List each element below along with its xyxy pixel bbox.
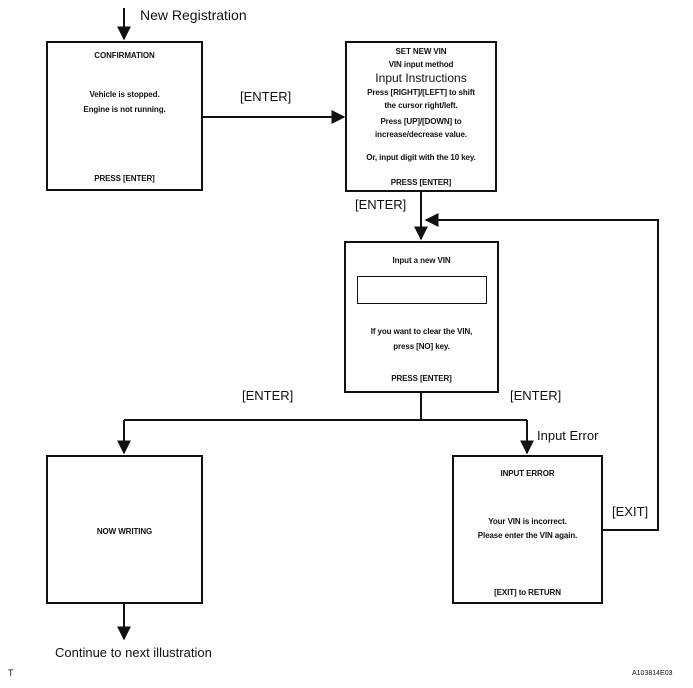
input-error-title: INPUT ERROR <box>500 469 555 478</box>
enter-label-right-branch: [ENTER] <box>510 388 562 403</box>
enter-label-set-vin: [ENTER] <box>355 197 407 212</box>
continue-label: Continue to next illustration <box>55 645 212 660</box>
now-writing-box: NOW WRITING <box>46 455 203 604</box>
input-error-line-2: Please enter the VIN again. <box>477 531 578 540</box>
exit-label: [EXIT] <box>612 504 649 519</box>
set-new-vin-line-1: Press [RIGHT]/[LEFT] to shift <box>367 88 475 97</box>
now-writing-title: NOW WRITING <box>96 527 153 536</box>
input-new-vin-line-2: press [NO] key. <box>393 342 450 351</box>
set-new-vin-heading: Input Instructions <box>375 71 467 85</box>
input-new-vin-title: Input a new VIN <box>392 256 451 265</box>
corner-label-left: T <box>8 668 14 678</box>
confirmation-box: CONFIRMATION Vehicle is stopped. Engine … <box>46 41 203 191</box>
confirmation-footer: PRESS [ENTER] <box>94 174 155 183</box>
input-error-footer: [EXIT] to RETURN <box>494 588 561 597</box>
enter-label-left-branch: [ENTER] <box>242 388 294 403</box>
set-new-vin-footer: PRESS [ENTER] <box>390 178 452 187</box>
exit-return-line <box>424 213 659 531</box>
confirmation-line-2: Engine is not running. <box>83 105 166 114</box>
enter-label-confirmation: [ENTER] <box>240 89 292 104</box>
input-new-vin-box: Input a new VIN If you want to clear the… <box>344 241 499 393</box>
input-new-vin-footer: PRESS [ENTER] <box>391 374 452 383</box>
set-new-vin-line-5: Or, input digit with the 10 key. <box>366 153 476 162</box>
set-new-vin-box: SET NEW VIN VIN input method Input Instr… <box>345 41 497 192</box>
set-new-vin-line-3: Press [UP]/[DOWN] to <box>380 117 462 126</box>
input-error-label: Input Error <box>537 428 599 443</box>
corner-label-right: A103814E03 <box>632 670 673 677</box>
confirmation-line-1: Vehicle is stopped. <box>89 90 160 99</box>
input-new-vin-line-1: If you want to clear the VIN, <box>370 327 473 336</box>
vin-input-field[interactable] <box>357 276 487 304</box>
start-label: New Registration <box>140 7 247 23</box>
set-new-vin-line-4: increase/decrease value. <box>375 130 467 139</box>
set-new-vin-title: SET NEW VIN <box>395 47 447 56</box>
set-new-vin-subtitle: VIN input method <box>388 60 454 69</box>
set-new-vin-line-2: the cursor right/left. <box>384 101 458 110</box>
input-error-line-1: Your VIN is incorrect. <box>488 517 567 526</box>
confirmation-title: CONFIRMATION <box>94 51 155 60</box>
input-error-box: INPUT ERROR Your VIN is incorrect. Pleas… <box>452 455 603 604</box>
